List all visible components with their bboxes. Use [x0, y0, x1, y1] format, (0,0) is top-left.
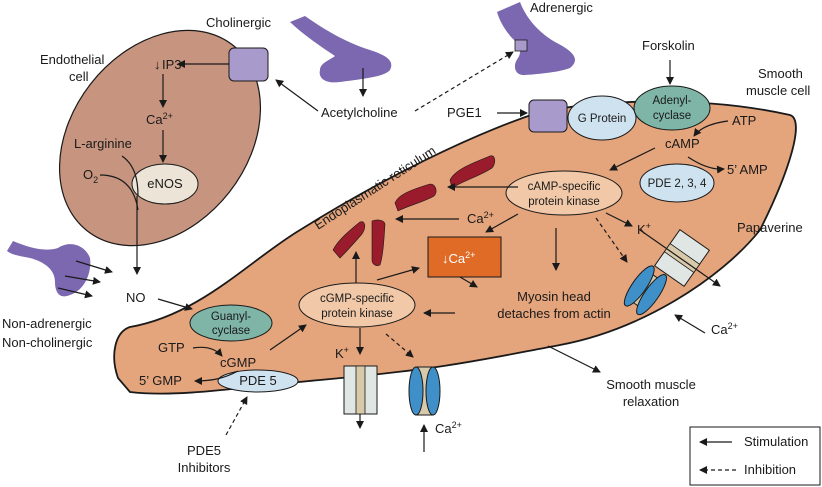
label-k-bottom: K+: [335, 345, 349, 361]
guanylcyclase-node: [189, 304, 273, 342]
label-ip3: IP3: [162, 57, 182, 72]
label-ca-bottom: Ca2+: [435, 420, 462, 436]
label-cholinergic: Cholinergic: [206, 15, 272, 30]
label-5gmp: 5’ GMP: [139, 373, 182, 388]
adenylcyclase-node: [633, 85, 711, 131]
label-enos: eNOS: [147, 176, 183, 191]
label-adrenergic: Adrenergic: [530, 0, 593, 15]
label-forskolin: Forskolin: [642, 38, 695, 53]
label-5amp: 5’ AMP: [727, 162, 768, 177]
endoplasmic-reticulum: [332, 155, 496, 266]
label-ca-endo: Ca2+: [146, 111, 173, 127]
label-myosin-2: detaches from actin: [497, 306, 610, 321]
cgmp-kinase-node: [298, 282, 416, 328]
label-smooth-2: muscle cell: [746, 83, 810, 98]
k-channel-bottom: [343, 365, 378, 415]
low-calcium-box: [427, 236, 502, 278]
label-myosin: Myosin head: [517, 289, 591, 304]
label-g-protein: G Protein: [578, 113, 627, 125]
label-cgmp: cGMP: [220, 355, 256, 370]
label-papaverine: Papaverine: [737, 220, 803, 235]
label-low-ca: ↓Ca2+: [442, 250, 475, 266]
label-guanyl-2: cyclase: [212, 325, 250, 337]
label-relaxation-2: relaxation: [623, 394, 679, 409]
label-no: NO: [126, 290, 146, 305]
label-camp-kinase: cAMP-specific: [528, 181, 601, 193]
legend-inhibition: Inhibition: [744, 462, 796, 477]
label-endothelial-2: cell: [69, 69, 89, 84]
inhibition-arrows: [225, 51, 628, 436]
label-o2: O2: [83, 167, 98, 185]
enos-node: [131, 163, 199, 205]
adrenergic-receptor: [514, 39, 528, 52]
label-pde234: PDE 2, 3, 4: [648, 178, 707, 190]
label-l-arginine: L-arginine: [74, 136, 132, 151]
label-camp-kinase-2: protein kinase: [528, 196, 600, 208]
legend-stimulation: Stimulation: [744, 434, 808, 449]
stimulation-arrows: [57, 60, 729, 452]
pde5-node: [217, 369, 299, 393]
label-ca-right: Ca2+: [711, 321, 738, 337]
label-cyclase: cyclase: [653, 110, 691, 122]
g-protein-node: [567, 95, 637, 141]
pde234-node: [639, 163, 715, 203]
legend: Stimulation Inhibition: [689, 426, 821, 486]
label-endothelial: Endothelial: [40, 52, 104, 67]
nanc-nerve-terminal: [7, 241, 91, 297]
label-guanyl: Guanyl-: [211, 311, 251, 323]
pge1-receptor: [528, 99, 568, 133]
label-pde5-inhibitors-2: Inhibitors: [178, 460, 231, 475]
label-camp: cAMP: [665, 136, 700, 151]
cholinergic-nerve-terminal: [290, 16, 392, 83]
label-k-right: K+: [637, 221, 651, 237]
endothelial-cell: [58, 29, 262, 247]
label-cgmp-kinase: cGMP-specific: [320, 293, 394, 305]
ca-channel-right: [623, 265, 667, 316]
label-gtp: GTP: [158, 340, 185, 355]
cholinergic-receptor: [228, 47, 269, 82]
label-atp: ATP: [732, 113, 756, 128]
label-cgmp-kinase-2: protein kinase: [321, 308, 393, 320]
label-nanc-2: Non-cholinergic: [2, 335, 93, 350]
ca-channel-bottom: [408, 366, 441, 416]
label-relaxation: Smooth muscle: [606, 377, 696, 392]
label-ip3-arrow: ↓: [154, 57, 161, 72]
adrenergic-nerve-terminal: [497, 2, 575, 76]
camp-kinase-node: [505, 170, 623, 216]
label-pde5-inhibitors: PDE5: [187, 443, 221, 458]
label-nanc: Non-adrenergic: [2, 316, 92, 331]
label-acetylcholine: Acetylcholine: [321, 105, 398, 120]
label-smooth: Smooth: [758, 66, 803, 81]
label-pde5: PDE 5: [239, 373, 277, 388]
label-ca-er: Ca2+: [467, 210, 494, 226]
label-pge1: PGE1: [447, 105, 482, 120]
label-adenyl: Adenyl-: [653, 95, 692, 107]
